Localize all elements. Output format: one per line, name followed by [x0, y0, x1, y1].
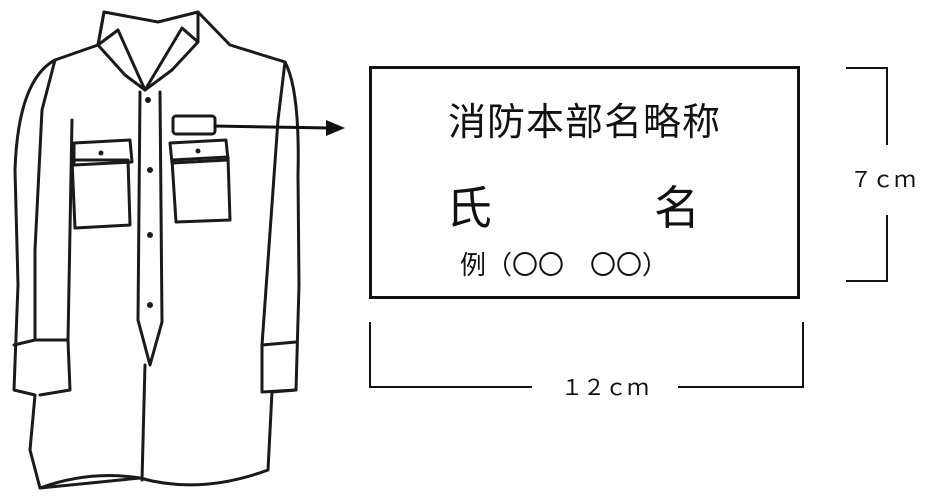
nameplate-box: 消防本部名略称 氏 名 例（〇〇 〇〇） — [369, 66, 800, 299]
front-placket — [136, 90, 164, 367]
given-name-label: 名 — [654, 181, 700, 235]
fire-department-abbreviation: 消防本部名略称 — [447, 100, 721, 144]
width-dimension-label: １２ｃｍ — [560, 376, 649, 401]
button — [147, 302, 153, 308]
button — [147, 232, 153, 238]
name-example: 例（〇〇 〇〇） — [460, 251, 669, 281]
height-dimension-label: ７ｃｍ — [850, 168, 917, 193]
shirt-outline — [12, 10, 301, 490]
button — [145, 97, 151, 103]
button — [147, 167, 153, 173]
width-dimension-gap — [532, 378, 678, 392]
button — [98, 150, 104, 156]
right-pocket — [170, 155, 232, 224]
height-dimension-gap — [880, 145, 892, 215]
right-sleeve — [260, 60, 298, 347]
surname-label: 氏 — [446, 181, 492, 235]
left-pocket — [70, 158, 132, 230]
left-sleeve — [12, 58, 57, 347]
button — [195, 148, 201, 154]
